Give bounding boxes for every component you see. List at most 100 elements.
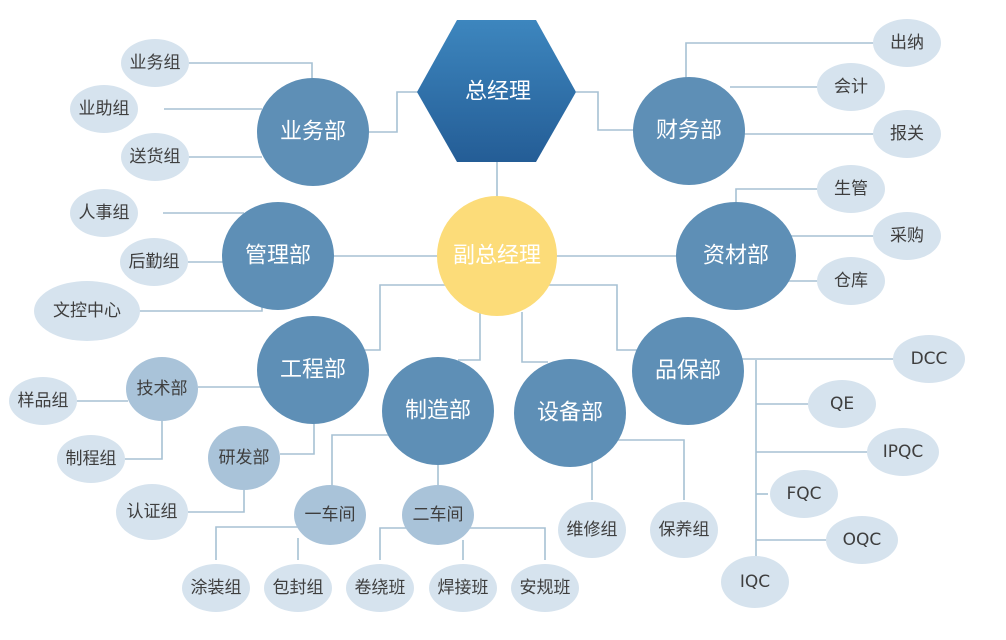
- department-label: 业务部: [280, 120, 346, 145]
- sub-department-label: 技术部: [137, 379, 188, 399]
- team-bubble: [116, 484, 188, 540]
- team-bubble: [873, 212, 941, 260]
- team-node: 制程组: [57, 435, 125, 483]
- team-bubble: [34, 281, 140, 341]
- department-label: 制造部: [405, 399, 471, 424]
- team-bubble: [9, 377, 77, 425]
- sub-department-circle: [126, 357, 198, 421]
- sub-department-node: 研发部: [208, 426, 280, 490]
- sub-department-circle: [402, 485, 474, 545]
- team-bubble: [264, 564, 332, 612]
- connector: [122, 420, 163, 460]
- team-node: 焊接班: [429, 564, 497, 612]
- team-node: IPQC: [867, 428, 939, 476]
- team-label: 安规班: [520, 578, 571, 598]
- sub-department-label: 一车间: [305, 505, 356, 525]
- team-label: 业助组: [79, 99, 130, 119]
- team-label: QE: [830, 394, 854, 414]
- team-label: 仓库: [834, 271, 868, 291]
- department-label: 财务部: [656, 119, 722, 144]
- connector: [280, 422, 315, 455]
- team-label: 维修组: [567, 520, 618, 540]
- team-label: IPQC: [883, 442, 924, 462]
- team-label: 人事组: [79, 203, 130, 223]
- team-label: 出纳: [890, 33, 924, 53]
- department-circle: [382, 357, 494, 465]
- team-bubble: [817, 63, 885, 111]
- team-label: 后勤组: [129, 252, 180, 272]
- team-bubble: [182, 564, 250, 612]
- team-label: 保养组: [659, 520, 710, 540]
- team-bubble: [808, 380, 876, 428]
- department-node: 设备部: [514, 359, 626, 467]
- team-node: 安规班: [511, 564, 579, 612]
- sub-department-label: 二车间: [413, 505, 464, 525]
- team-label: IQC: [740, 572, 770, 592]
- team-node: OQC: [826, 516, 898, 564]
- department-label: 管理部: [245, 244, 311, 269]
- team-node: 送货组: [121, 133, 189, 181]
- team-bubble: [70, 189, 138, 237]
- general-manager-node: 总经理: [417, 20, 576, 162]
- team-node: 维修组: [558, 502, 626, 558]
- department-circle: [514, 359, 626, 467]
- team-node: IQC: [721, 556, 789, 608]
- team-bubble: [558, 502, 626, 558]
- department-label: 设备部: [537, 401, 603, 426]
- team-bubble: [429, 564, 497, 612]
- team-bubble: [817, 165, 885, 213]
- connector: [188, 489, 245, 513]
- team-bubble: [120, 238, 188, 286]
- team-node: 涂装组: [182, 564, 250, 612]
- general-manager-label: 总经理: [465, 80, 531, 105]
- connector: [215, 526, 298, 560]
- team-node: 样品组: [9, 377, 77, 425]
- team-bubble: [121, 39, 189, 87]
- team-bubble: [57, 435, 125, 483]
- department-label: 工程部: [280, 358, 346, 383]
- team-bubble: [721, 556, 789, 608]
- team-bubble: [826, 516, 898, 564]
- team-bubble: [70, 85, 138, 133]
- nodes: 业务部业务组业助组送货组财务部出纳会计报关管理部人事组后勤组文控中心资材部生管采…: [9, 19, 965, 612]
- team-bubble: [650, 502, 718, 558]
- team-node: 文控中心: [34, 281, 140, 341]
- connector: [138, 305, 263, 312]
- department-node: 业务部: [257, 78, 369, 186]
- connector: [735, 188, 818, 205]
- team-node: 出纳: [873, 19, 941, 67]
- team-bubble: [867, 428, 939, 476]
- team-node: QE: [808, 380, 876, 428]
- deputy-manager-label: 副总经理: [453, 244, 541, 269]
- connector: [470, 527, 546, 560]
- team-node: 后勤组: [120, 238, 188, 286]
- sub-department-node: 技术部: [126, 357, 198, 421]
- team-label: 生管: [834, 179, 868, 199]
- team-bubble: [873, 110, 941, 158]
- team-node: 生管: [817, 165, 885, 213]
- team-label: OQC: [843, 530, 882, 550]
- team-node: 仓库: [817, 257, 885, 305]
- team-label: DCC: [911, 349, 948, 369]
- sub-department-circle: [294, 485, 366, 545]
- team-label: 卷绕班: [355, 578, 406, 598]
- connector: [458, 312, 481, 361]
- department-circle: [257, 78, 369, 186]
- department-label: 资材部: [703, 244, 769, 269]
- team-node: 人事组: [70, 189, 138, 237]
- team-label: 采购: [890, 226, 924, 246]
- team-label: 制程组: [66, 449, 117, 469]
- team-label: 认证组: [127, 502, 178, 522]
- team-node: 采购: [873, 212, 941, 260]
- connector: [576, 91, 634, 131]
- team-label: 文控中心: [53, 301, 121, 321]
- sub-department-node: 二车间: [402, 485, 474, 545]
- team-bubble: [893, 335, 965, 383]
- department-node: 管理部: [222, 202, 334, 310]
- department-node: 品保部: [632, 317, 744, 425]
- department-circle: [676, 202, 796, 310]
- deputy-manager-circle: [437, 196, 557, 316]
- team-node: FQC: [770, 470, 838, 518]
- team-node: 业务组: [121, 39, 189, 87]
